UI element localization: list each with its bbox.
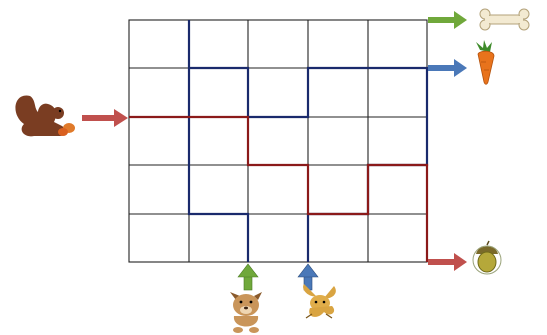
rabbit-icon <box>303 284 336 318</box>
acorn-icon <box>473 241 501 274</box>
carrot-exit-arrow <box>428 59 467 77</box>
acorn-exit-arrow <box>428 253 467 271</box>
carrot-icon <box>476 40 494 84</box>
squirrel-entry-arrow <box>82 109 128 127</box>
bone-icon <box>480 9 529 30</box>
squirrel-icon <box>15 96 75 137</box>
dog-icon <box>230 292 262 333</box>
maze-grid <box>129 20 427 262</box>
rabbit-entry-arrow <box>298 264 318 290</box>
bone-exit-arrow <box>428 11 467 29</box>
dog-entry-arrow <box>238 264 258 290</box>
